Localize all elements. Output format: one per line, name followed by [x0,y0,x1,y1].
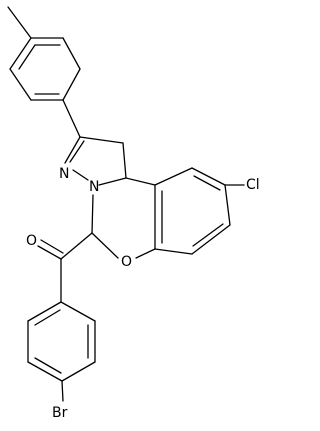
imine-nitrogen-label: N [59,166,69,182]
atom-labels: Cl Br O O N N [26,166,260,421]
bromine-label: Br [52,405,68,421]
bond-lines [7,6,245,402]
chlorine-label: Cl [246,177,260,193]
molecule-structure: Cl Br O O N N [7,6,260,421]
ketone-oxygen-label: O [26,233,37,249]
ring-oxygen-label: O [121,254,132,270]
ring-nitrogen-label: N [89,179,99,195]
